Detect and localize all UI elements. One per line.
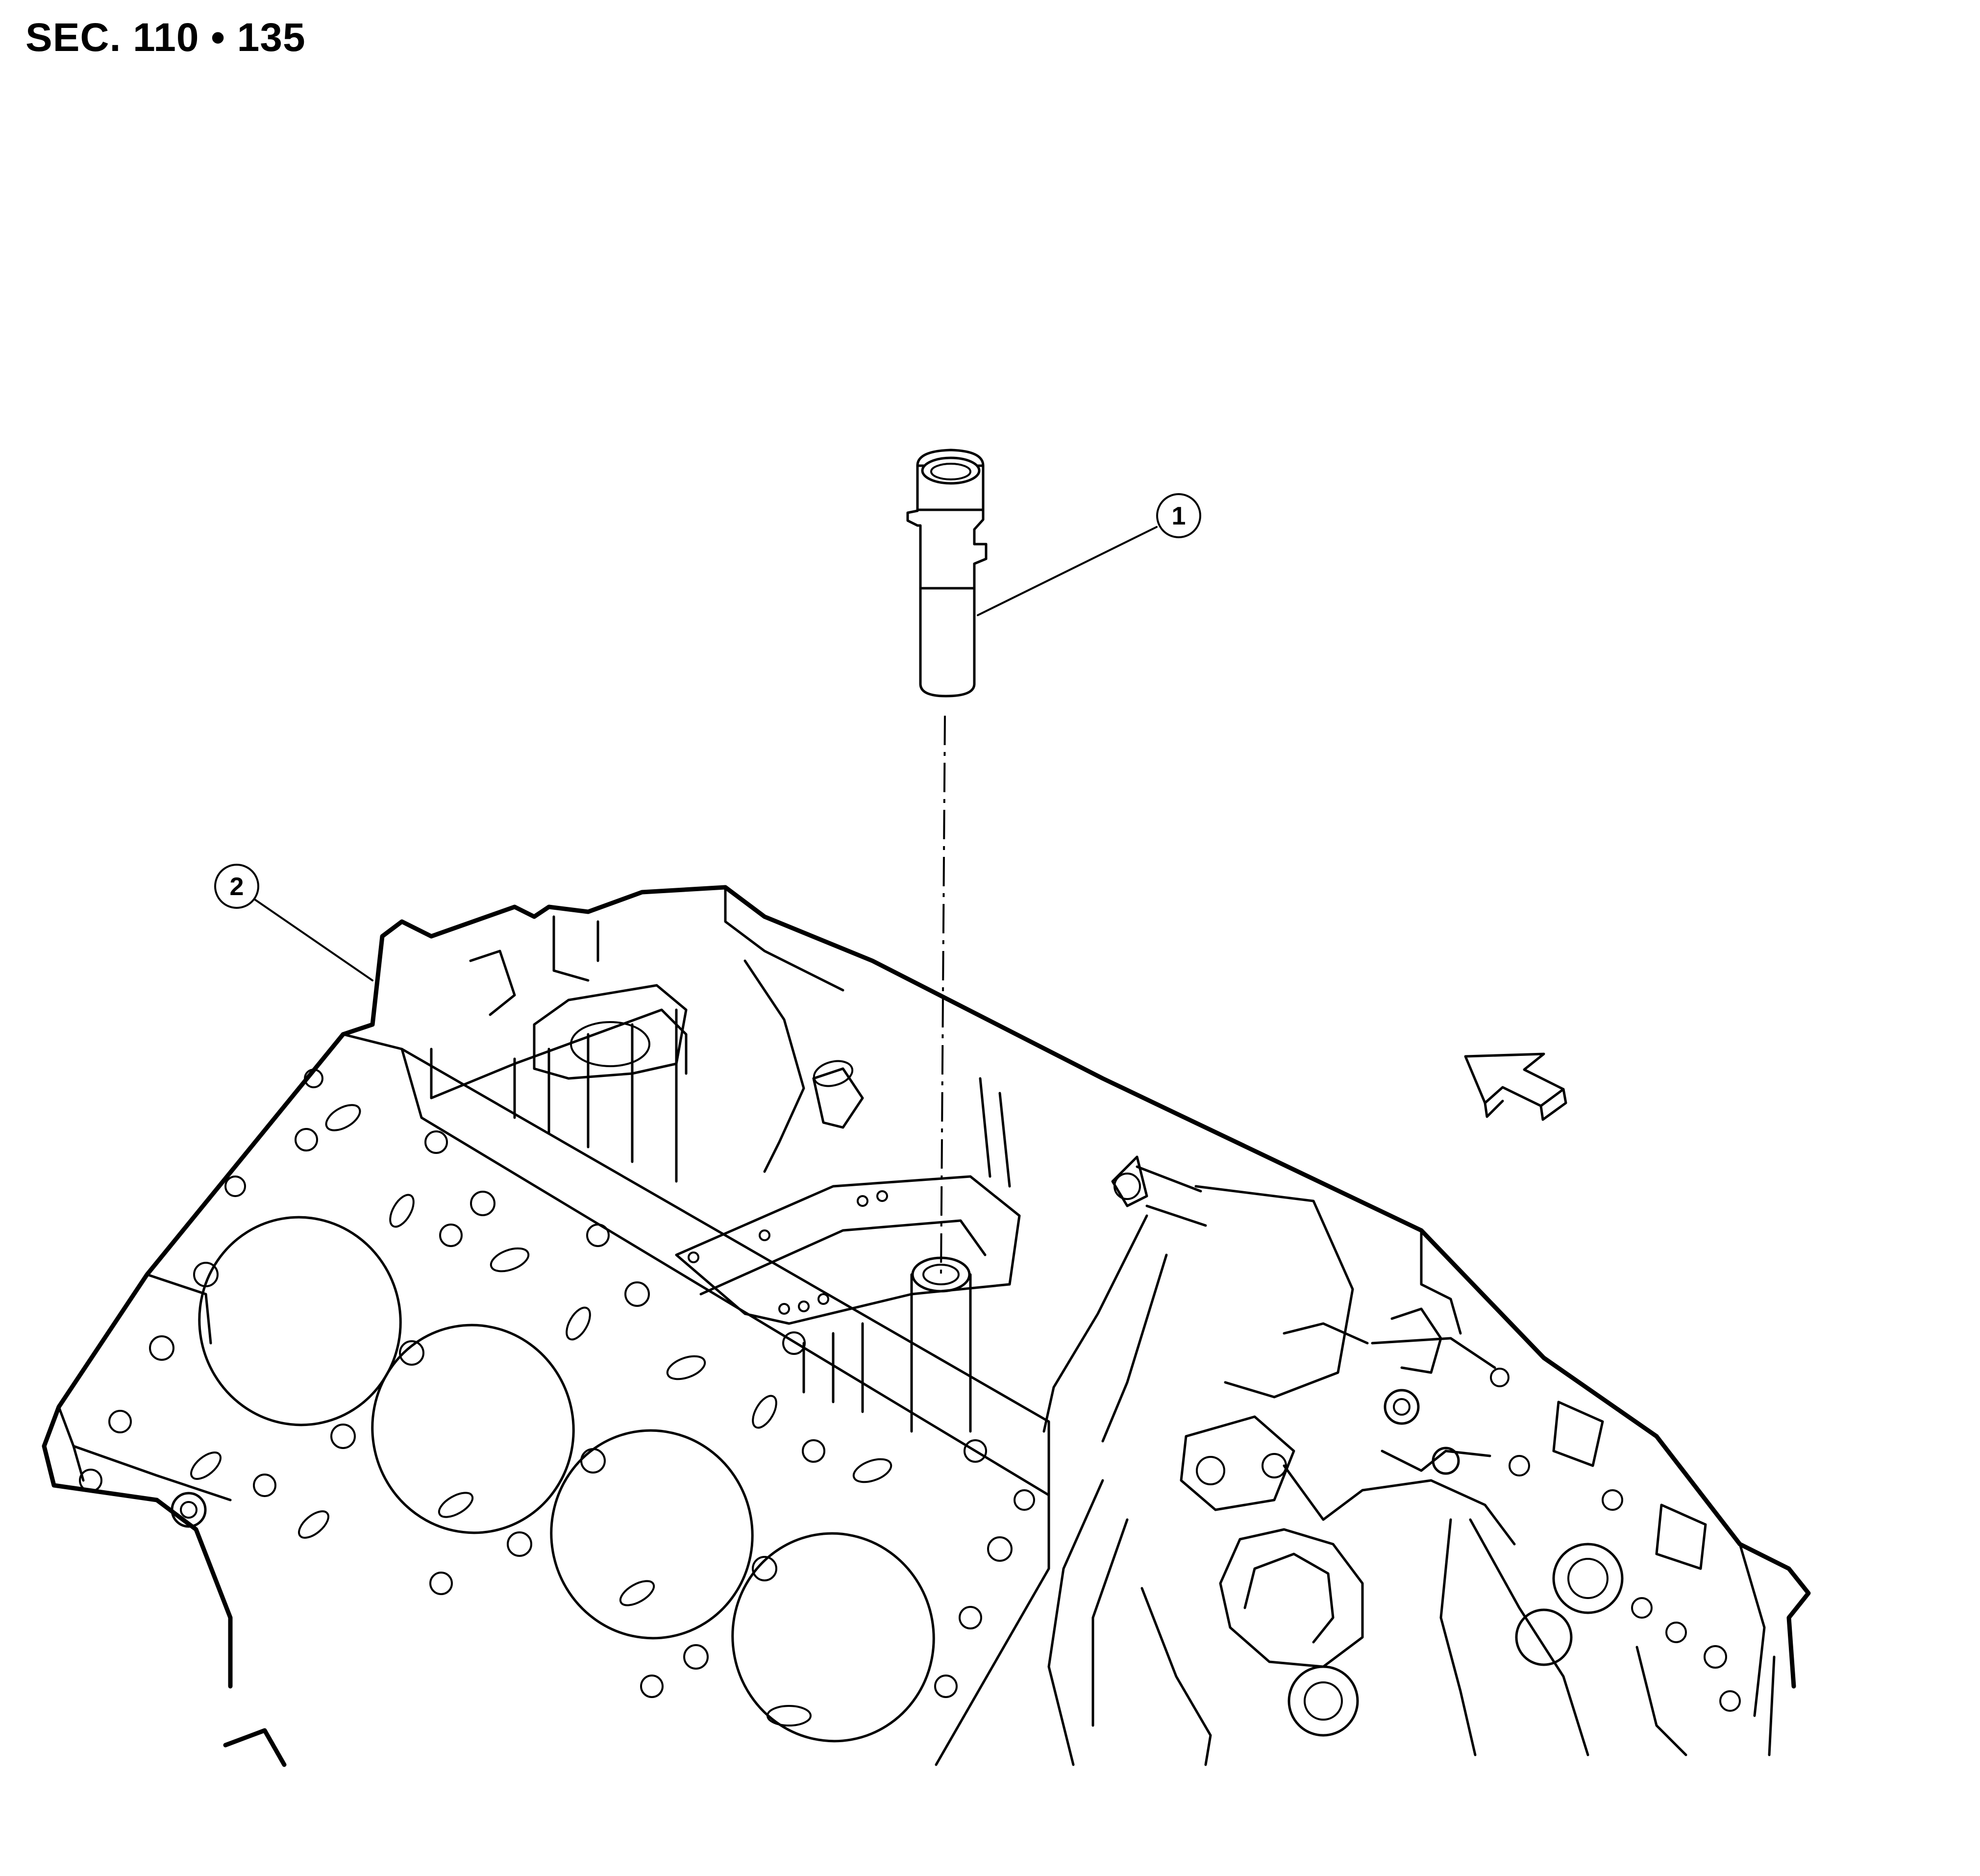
cylinder-bore bbox=[198, 1216, 402, 1426]
view-direction-arrow bbox=[1464, 1052, 1567, 1121]
cylinder-bore bbox=[371, 1324, 575, 1534]
cylinder-block bbox=[42, 885, 1811, 1767]
cylinder-bore bbox=[731, 1532, 935, 1743]
cylinder-bore bbox=[550, 1429, 754, 1640]
install-hole bbox=[911, 1256, 971, 1293]
callout-1: 1 bbox=[977, 493, 1201, 616]
section-label: SEC. 110 • 135 bbox=[25, 15, 306, 60]
callout-1-number: 1 bbox=[1172, 502, 1186, 530]
callout-2-number: 2 bbox=[230, 873, 244, 901]
crankshaft-position-sensor bbox=[906, 449, 988, 698]
callout-2: 2 bbox=[214, 864, 373, 981]
